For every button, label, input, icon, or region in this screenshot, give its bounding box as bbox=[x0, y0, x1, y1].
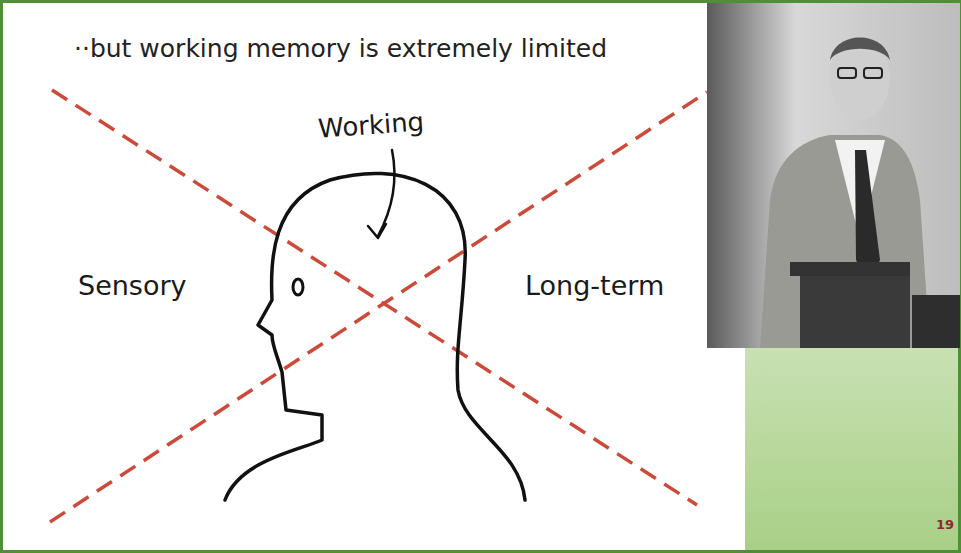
slide-title: ··but working memory is extremely limite… bbox=[74, 34, 607, 63]
portrait-photo bbox=[707, 3, 960, 348]
head-outline bbox=[225, 173, 525, 500]
arrow-head bbox=[368, 224, 386, 238]
cross-line bbox=[52, 90, 697, 505]
memory-label: Working bbox=[317, 106, 425, 143]
memory-label: Long-term bbox=[525, 270, 664, 301]
eye-symbol bbox=[293, 279, 303, 295]
page-number: 19 bbox=[936, 517, 954, 532]
memory-label: Sensory bbox=[78, 270, 187, 301]
cross-line bbox=[50, 92, 707, 522]
